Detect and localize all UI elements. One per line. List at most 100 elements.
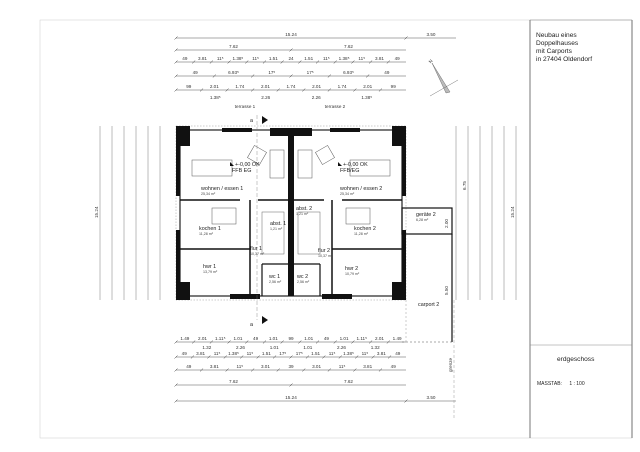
dim-tick: [333, 60, 337, 64]
room-area: 11,28 m²: [354, 232, 369, 236]
bottom-dim-1-label: 49: [253, 336, 259, 341]
floor-name: erdgeschoss: [557, 356, 595, 363]
dim-tick: [353, 368, 357, 372]
dim-tick: [272, 355, 277, 359]
dim-tick: [289, 383, 293, 387]
dim-tick: [192, 60, 196, 64]
dim-tick: [387, 355, 392, 359]
bottom-dim-1-sub-label: 2.26: [236, 345, 245, 350]
top-dim-3-label: 24: [288, 56, 294, 61]
dim-tick: [315, 60, 320, 64]
dim-tick: [289, 355, 293, 359]
bottom-dim-1-label: 1.49: [393, 336, 402, 341]
bottom-dim-2-label: 1.38⁵: [343, 351, 354, 356]
room-area: 2,56 m²: [269, 280, 282, 284]
dim-tick: [305, 355, 310, 359]
dim-tick: [207, 355, 211, 359]
dim-tick: [250, 88, 255, 92]
project-title: Neubau eines Doppelhauses mit Carports i…: [536, 32, 592, 64]
bottom-dim-3-label: 39: [288, 364, 294, 369]
room-label: kochen 1: [199, 226, 221, 232]
top-dim-3-label: 1.38⁵: [232, 56, 243, 61]
bottom-dim-2-label: 1.51: [262, 351, 271, 356]
bottom-dim-1-sub-label: 1.32: [202, 345, 211, 350]
dim-tick: [174, 60, 178, 64]
bottom-dim-3-label: 11⁵: [339, 364, 346, 369]
dim-tick: [353, 88, 357, 92]
dim-tick: [333, 340, 337, 344]
top-dim-2-label: 7.62: [344, 44, 353, 49]
top-dim-4-label: 17⁵: [307, 70, 314, 75]
room-label: wohnen / essen 1: [200, 186, 243, 192]
dim-tick: [276, 88, 280, 92]
dim-tick: [209, 340, 214, 344]
room-label: abst. 2: [296, 206, 312, 212]
dim-tick: [315, 340, 320, 344]
stair-1: [261, 211, 285, 255]
scale-label: MASSTAB:: [537, 381, 562, 387]
dim-tick: [365, 74, 370, 78]
bottom-dim-1-sub-label: 2.26: [337, 345, 346, 350]
top-dim-4-label: 6.93⁵: [228, 70, 239, 75]
top-dim-3-label: 11⁵: [358, 56, 365, 61]
dim-tick: [302, 368, 306, 372]
dim-garage-width: 2.00: [444, 219, 449, 228]
bottom-dim-2-label: 11⁵: [362, 351, 369, 356]
room-label: geräte 2: [416, 212, 436, 218]
room-label: hwr 1: [203, 264, 216, 270]
bottom-dim-1-label: 49: [324, 336, 330, 341]
dim-tick: [338, 355, 342, 359]
top-dim-5-sub-label: 1.38⁵: [210, 95, 221, 100]
furniture: [191, 145, 391, 225]
dim-tick: [174, 88, 178, 92]
dim-tick: [262, 60, 267, 64]
bottom-dim-3-label: 49: [186, 364, 192, 369]
dim-tick: [355, 355, 359, 359]
room-area: 11,28 m²: [199, 232, 214, 236]
level-mark: FFB EG: [232, 168, 251, 174]
top-dim-4-label: 49: [193, 70, 199, 75]
room-area: 25,34 m²: [201, 192, 216, 196]
top-dim-2-label: 7.62: [229, 44, 238, 49]
top-dim-1b-label: 3.50: [427, 32, 436, 37]
dim-tick: [327, 368, 332, 372]
room-label: wohnen / essen 2: [339, 186, 382, 192]
grenze-label: grenze: [448, 358, 453, 372]
room-area: 25,34 m²: [340, 192, 355, 196]
sheet-border: [39, 19, 633, 439]
top-dim-3-label: 3.81: [198, 56, 207, 61]
bottom-dim-2-label: 49: [395, 351, 401, 356]
dim-tick: [280, 340, 284, 344]
north-label: N: [428, 58, 434, 64]
dim-tick: [240, 355, 244, 359]
scale-row: MASSTAB: 1 : 100: [537, 380, 585, 388]
dim-tick: [225, 368, 229, 372]
dim-tick: [386, 60, 390, 64]
room-area: 2,56 m²: [297, 280, 310, 284]
bottom-dim-1-label: 1.11⁵: [357, 336, 368, 341]
top-dim-5-label: 2.01: [312, 84, 321, 89]
bottom-dim-2-label: 3.81: [377, 351, 386, 356]
top-dim-3-label: 49: [395, 56, 401, 61]
top-dim-5-label: 1.74: [235, 84, 244, 89]
dim-left-total: 15.24: [94, 206, 99, 218]
section-mark-top: a: [250, 118, 253, 124]
top-dim-3-label: 3.81: [375, 56, 384, 61]
top-dim-3-label: 1.38⁵: [339, 56, 350, 61]
room-area: 6,28 m²: [416, 218, 429, 222]
dim-tick: [174, 74, 178, 78]
top-dim-5-sub-label: 1.38⁵: [361, 95, 372, 100]
top-dim-4-label: 49: [384, 70, 390, 75]
dim-tick: [378, 368, 383, 372]
room-area: 10,37 m²: [318, 254, 333, 258]
terrace-label: terrasse 2: [325, 104, 346, 109]
top-dim-3-label: 11⁵: [323, 56, 330, 61]
dim-tick: [327, 74, 332, 78]
bottom-dim-3-label: 3.01: [312, 364, 321, 369]
level-mark: +-0,00 OK: [235, 162, 260, 168]
dim-tick: [174, 36, 178, 40]
bottom-dim-1-sub-label: 1.01: [270, 345, 279, 350]
dim-tick: [368, 340, 373, 344]
top-dim-3-label: 49: [182, 56, 188, 61]
